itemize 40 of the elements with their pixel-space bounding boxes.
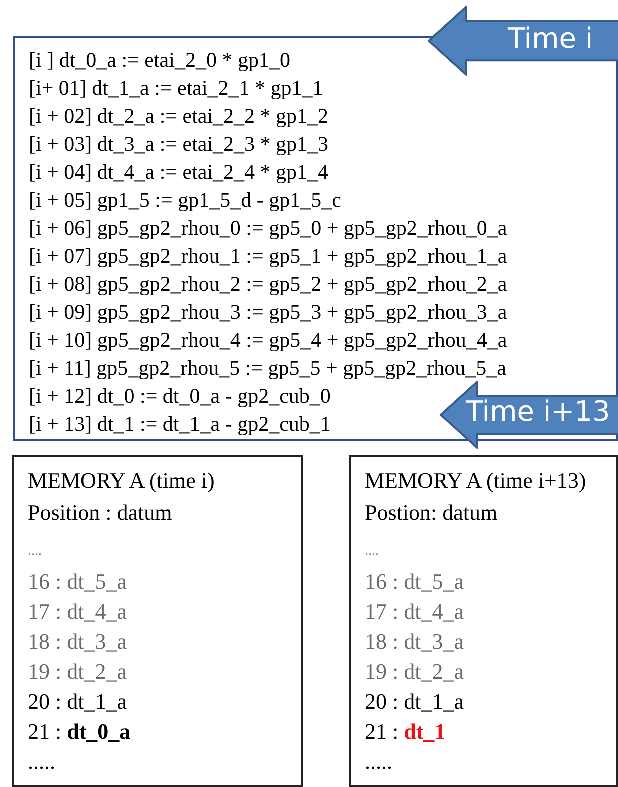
code-line: [i + 03] dt_3_a := etai_2_3 * gp1_3 bbox=[29, 131, 329, 158]
memory-row-text: 17 : dt_4_a bbox=[28, 598, 127, 626]
panel-heading: MEMORY A (time i+13) bbox=[365, 467, 586, 495]
memory-row-text: 17 : dt_4_a bbox=[365, 598, 464, 626]
code-line: [i + 06] gp5_gp2_rhou_0 := gp5_0 + gp5_gp2_rhou_0_a bbox=[29, 215, 508, 242]
code-line: [i + 09] gp5_gp2_rhou_3 := gp5_3 + gp5_gp2_rhou_3_a bbox=[29, 299, 508, 326]
memory-panel bbox=[349, 455, 618, 787]
memory-row-text: 21 : dt_0_a bbox=[28, 718, 131, 746]
memory-row-text: 18 : dt_3_a bbox=[28, 628, 127, 656]
memory-row-text: 16 : dt_5_a bbox=[365, 568, 464, 596]
block-arrow bbox=[428, 6, 618, 76]
code-line: [i + 04] dt_4_a := etai_2_4 * gp1_4 bbox=[29, 159, 329, 186]
arrow-label: Time i bbox=[508, 22, 594, 55]
block-arrow bbox=[440, 381, 618, 449]
code-line: [i + 13] dt_1 := dt_1_a - gp2_cub_1 bbox=[29, 411, 331, 438]
memory-row-text: 20 : dt_1_a bbox=[365, 688, 464, 716]
code-line: [i + 05] gp1_5 := gp1_5_d - gp1_5_c bbox=[29, 187, 342, 214]
memory-row-text: 20 : dt_1_a bbox=[28, 688, 127, 716]
code-line: [i + 10] gp5_gp2_rhou_4 := gp5_4 + gp5_gp2_rhou_4_a bbox=[29, 327, 508, 354]
memory-row-text: 16 : dt_5_a bbox=[28, 568, 127, 596]
panel-heading: Postion: datum bbox=[365, 499, 498, 527]
code-line: [i + 07] gp5_gp2_rhou_1 := gp5_1 + gp5_gp2_rhou_1_a bbox=[29, 243, 508, 270]
memory-row-text: .... bbox=[28, 543, 42, 561]
code-line: [i+ 01] dt_1_a := etai_2_1 * gp1_1 bbox=[29, 75, 324, 102]
memory-row-text: ..... bbox=[28, 748, 56, 776]
memory-row-text: .... bbox=[365, 543, 379, 561]
code-line: [i ] dt_0_a := etai_2_0 * gp1_0 bbox=[29, 47, 290, 74]
code-line: [i + 12] dt_0 := dt_0_a - gp2_cub_0 bbox=[29, 383, 331, 410]
memory-panel bbox=[12, 455, 303, 787]
arrow-label: Time i+13 bbox=[466, 395, 610, 428]
memory-row-text: 19 : dt_2_a bbox=[28, 658, 127, 686]
code-line: [i + 08] gp5_gp2_rhou_2 := gp5_2 + gp5_gp2_rhou_2_a bbox=[29, 271, 508, 298]
panel-heading: MEMORY A (time i) bbox=[28, 467, 215, 495]
panel-heading: Position : datum bbox=[28, 499, 172, 527]
memory-row-text: 18 : dt_3_a bbox=[365, 628, 464, 656]
code-line: [i + 02] dt_2_a := etai_2_2 * gp1_2 bbox=[29, 103, 329, 130]
memory-row-text: ..... bbox=[365, 748, 392, 776]
code-line: [i + 11] gp5_gp2_rhou_5 := gp5_5 + gp5_gp2_rhou_5_a bbox=[29, 355, 506, 382]
memory-row-text: 21 : dt_1 bbox=[365, 718, 446, 746]
memory-row-text: 19 : dt_2_a bbox=[365, 658, 464, 686]
